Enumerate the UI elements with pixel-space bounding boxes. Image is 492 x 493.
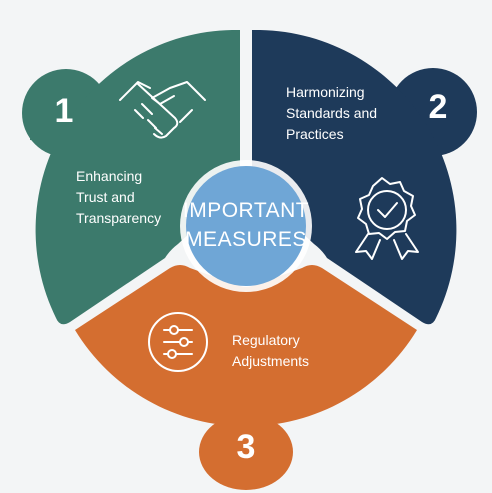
segment-3-number: 3 [236, 428, 256, 466]
award-badge-icon [355, 177, 419, 260]
segment-3-label: Regulatory Adjustments [232, 332, 310, 369]
segment-2-label: Harmonizing Standards and Practices [286, 84, 378, 142]
segment-1 [35, 30, 240, 325]
segment-2 [252, 30, 457, 325]
tab-3-bg [199, 414, 293, 490]
segment-1-number: 1 [54, 92, 74, 130]
sliders-icon [148, 312, 208, 372]
segment-3 [75, 265, 417, 427]
center-circle [186, 166, 306, 286]
segment-1-label: Enhancing Trust and Transparency [76, 168, 162, 226]
segment-2-number: 2 [428, 88, 448, 126]
center-title: IMPORTANT MEASURES [182, 199, 310, 251]
handshake-icon [119, 81, 206, 139]
